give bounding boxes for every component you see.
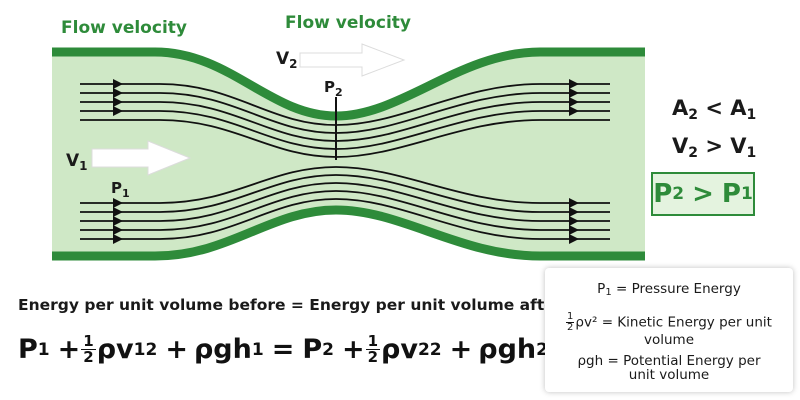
p1-label: P1: [111, 179, 130, 200]
v1-velocity-arrow: [91, 140, 192, 176]
velocity-relation: V2 > V1: [672, 134, 757, 161]
v2-velocity-arrow: [299, 43, 406, 77]
fluid-region: [52, 52, 645, 256]
v1-label: V1: [66, 151, 88, 173]
venturi-diagram: Flow velocity Flow velocity V2 P2 V1 P1: [52, 13, 645, 261]
legend-pressure-energy: P1 = Pressure Energy: [597, 281, 741, 298]
area-relation: A2 < A1: [672, 96, 757, 123]
lower-streamlines: [80, 166, 610, 240]
flow-velocity-label-left: Flow velocity: [61, 18, 187, 38]
streamline-arrowheads-right: [569, 79, 579, 244]
energy-caption: Energy per unit volume before = Energy p…: [18, 296, 563, 314]
v2-label: V2: [276, 49, 298, 71]
p2-label: P2: [324, 78, 343, 99]
streamline-arrowheads-left: [113, 79, 123, 244]
legend-potential-energy: ρgh = Potential Energy per unit volume: [577, 353, 761, 383]
pipe-bottom-wall: [52, 205, 645, 261]
flow-velocity-label-top: Flow velocity: [285, 13, 411, 33]
